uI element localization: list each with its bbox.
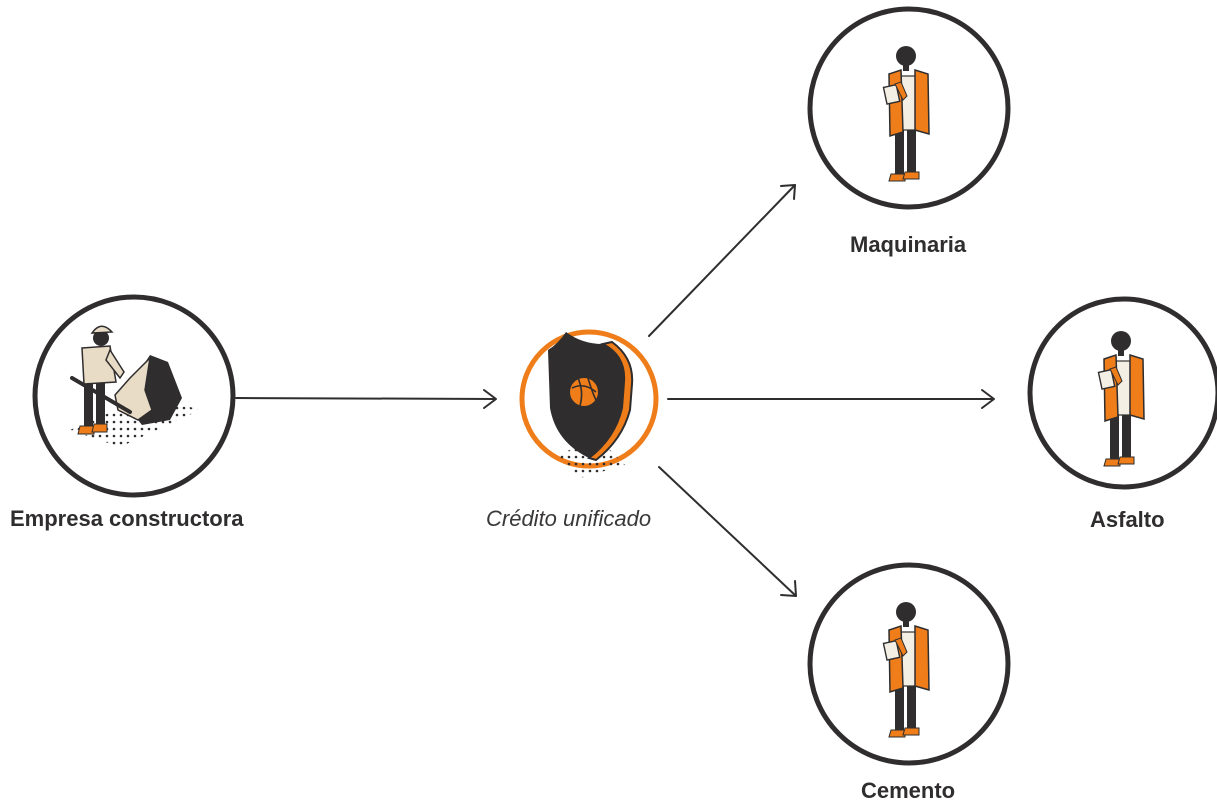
supplier-node-maquinaria [807, 6, 1011, 210]
hub-label: Crédito unificado [486, 506, 652, 531]
supplier-node-cemento [807, 562, 1011, 766]
supplier-label-asfalto: Asfalto [1090, 507, 1165, 532]
source-label: Empresa constructora [10, 506, 244, 531]
supplier-person-icon [882, 602, 930, 738]
arrow-source-to-hub [235, 389, 497, 409]
supplier-person-icon [1097, 331, 1145, 467]
source-node [32, 294, 236, 498]
hub-node [519, 329, 659, 478]
supplier-node-asfalto [1027, 296, 1217, 490]
shield-icon [548, 332, 634, 478]
arrow-hub-to-cemento [658, 466, 797, 597]
supplier-label-cemento: Cemento [861, 778, 956, 803]
construction-worker-icon [70, 325, 200, 447]
supplier-label-maquinaria: Maquinaria [850, 232, 967, 257]
arrow-hub-to-maquinaria [648, 184, 796, 337]
arrow-hub-to-asfalto [667, 389, 995, 409]
supplier-person-icon [882, 46, 930, 182]
